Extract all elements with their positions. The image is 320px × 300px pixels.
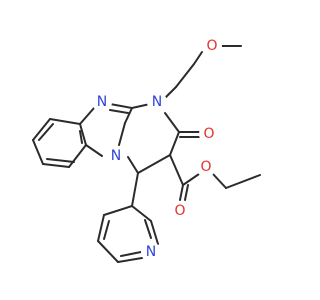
bond-benz-3 xyxy=(42,163,70,168)
bond-ester-c-o xyxy=(182,173,200,186)
atom-n-imidazole: N xyxy=(97,94,107,110)
atom-bg-o-ester-carbonyl xyxy=(170,201,190,221)
bond-pyr-6 xyxy=(131,205,152,222)
bond-pyr-5 xyxy=(150,220,159,245)
atom-bg-n-imidazole xyxy=(92,92,112,112)
bond-benz-4 xyxy=(32,139,44,165)
bond-n-c-top xyxy=(131,103,151,109)
atom-o-carbonyl: O xyxy=(203,126,214,142)
bond-ester-double-2 xyxy=(184,184,189,201)
bond-ch-ester-c xyxy=(169,154,184,186)
bond-o-ch2 xyxy=(193,51,203,65)
bond-ester-o-ch2 xyxy=(212,173,227,189)
bond-benz-inner-2 xyxy=(38,123,54,141)
bond-ch-ch xyxy=(137,154,171,174)
bond-pyr-4 xyxy=(117,257,143,263)
bond-c-top-c-bridge xyxy=(124,107,133,124)
bond-ch2-ch2 xyxy=(175,63,195,88)
bond-ester-double-1 xyxy=(179,184,184,201)
atom-bg-n-bridge xyxy=(106,146,126,166)
bond-benz-5 xyxy=(32,118,51,141)
atom-bg-o-ester xyxy=(196,157,216,177)
bond-benz-1 xyxy=(79,123,87,146)
bond-pyr-2 xyxy=(97,214,105,242)
bond-ch2-n xyxy=(163,86,177,100)
bond-benz-6 xyxy=(49,118,81,125)
bond-pyr-inner-2 xyxy=(120,251,142,257)
bond-ch-n-bridge xyxy=(127,156,139,174)
bond-benz-inner-3 xyxy=(79,130,83,144)
atom-o-methoxy: O xyxy=(206,38,217,54)
bond-pyr-inner-3 xyxy=(144,219,152,239)
bond-n-bridge-c xyxy=(118,122,126,146)
atom-o-ester-carbonyl: O xyxy=(174,203,185,219)
molecule-structure: O N N N O O O N xyxy=(32,36,261,263)
bond-ch-pyridine xyxy=(131,172,139,207)
bond-imidazole-n-c-double xyxy=(109,109,129,114)
bond-benz-inner-1 xyxy=(46,158,75,163)
atom-bg-n-top xyxy=(147,92,167,112)
atom-bg-o-carbonyl xyxy=(199,124,219,144)
bond-pyr-3 xyxy=(97,240,119,263)
atom-bg-n-pyridine xyxy=(141,242,161,262)
atom-bg-o-methoxy xyxy=(202,36,222,56)
bond-pyr-inner-1 xyxy=(103,220,110,240)
atom-n-ring-bridge: N xyxy=(111,148,121,164)
bond-imidazole-n-benz xyxy=(79,107,95,125)
bond-benz-n-bridge xyxy=(85,144,103,157)
bond-ester-ethyl xyxy=(225,174,261,189)
bond-benz-2 xyxy=(68,144,87,168)
atom-n-pyridine: N xyxy=(146,244,156,260)
bond-pyr-1 xyxy=(103,205,133,216)
bond-n-c-carbonyl xyxy=(164,112,180,133)
bond-carbonyl-ch xyxy=(169,131,180,156)
bond-imidazole-n-c xyxy=(109,103,133,109)
atom-n-ring-top: N xyxy=(152,94,162,110)
atom-o-ester: O xyxy=(200,159,211,175)
